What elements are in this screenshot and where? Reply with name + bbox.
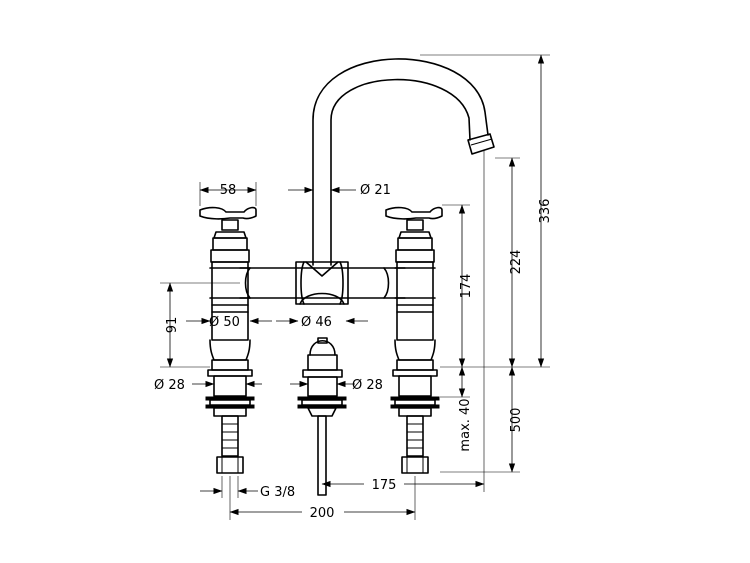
dim-connection-thread: G 3/8 — [260, 485, 295, 500]
dim-body-diameter-50: Ø 50 — [209, 315, 240, 330]
dim-center-distance: 200 — [310, 506, 335, 521]
dim-spout-reach: 175 — [372, 478, 397, 493]
faucet — [199, 58, 495, 496]
dim-handle-width: 58 — [220, 183, 237, 198]
dim-total-height: 336 — [538, 199, 553, 224]
spout — [312, 58, 495, 266]
dim-handle-height: 174 — [459, 274, 474, 299]
left-valve — [199, 206, 257, 474]
dim-body-diameter-46: Ø 46 — [301, 315, 332, 330]
bridge-pipe — [239, 261, 406, 305]
dim-shank-diameter-left: Ø 28 — [154, 378, 185, 393]
popup-drain — [297, 337, 347, 496]
dim-max-40: max. 40 — [458, 398, 473, 451]
dim-spout-diameter: Ø 21 — [360, 183, 391, 198]
dim-spout-height: 224 — [509, 250, 524, 275]
dim-bridge-height: 91 — [165, 317, 180, 334]
dim-shank-diameter-right: Ø 28 — [352, 378, 383, 393]
dimensions: 58 Ø 21 336 224 174 91 Ø 50 Ø 46 — [154, 54, 553, 521]
dim-depth-500: 500 — [509, 408, 524, 433]
right-valve — [385, 206, 443, 474]
